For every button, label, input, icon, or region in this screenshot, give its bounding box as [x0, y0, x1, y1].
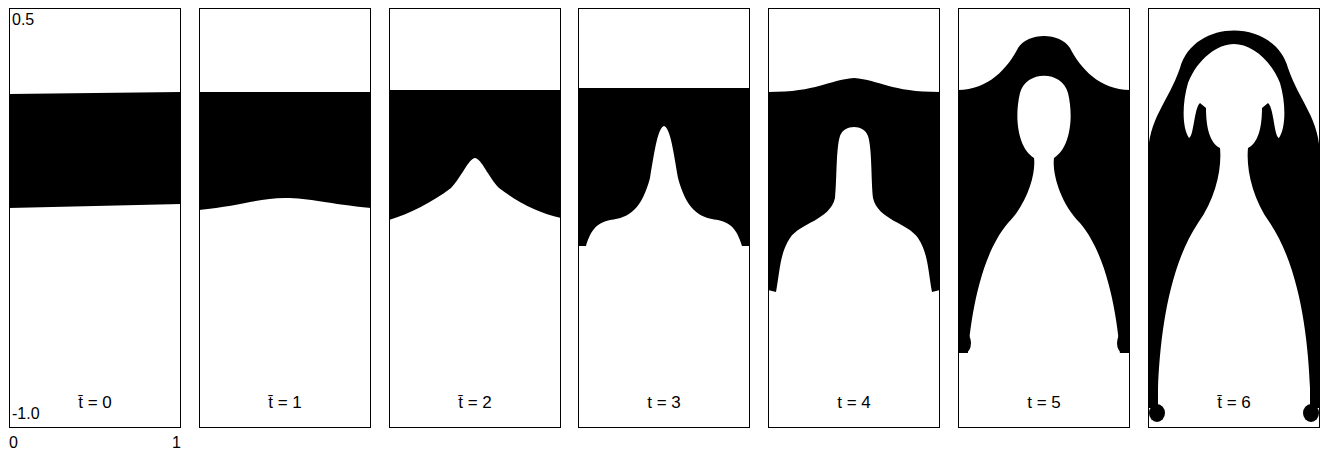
time-label-box: t̄ = 2 — [390, 393, 560, 413]
time-label-box: t = 3 — [579, 393, 749, 413]
simulation-panel: t̄ = 0 — [9, 8, 181, 428]
vortex-curl — [1117, 333, 1129, 353]
fluid-frame — [578, 88, 750, 246]
axis-tick-label: 0 — [9, 434, 18, 452]
simulation-panel: t̄ = 1 — [199, 8, 371, 428]
fluid-frame — [768, 78, 940, 292]
vortex-curl — [1303, 404, 1319, 422]
time-label-box: t̄ = 1 — [200, 393, 370, 413]
time-label: t̄ = 1 — [266, 393, 304, 412]
time-label: t = 5 — [1025, 393, 1063, 412]
time-label: t̄ = 0 — [76, 393, 114, 412]
axis-tick-label: 0.5 — [12, 11, 34, 29]
light-bubble — [1158, 44, 1310, 428]
fluid-frame — [1148, 31, 1320, 429]
light-bubble — [967, 76, 1121, 428]
axis-tick-label: -1.0 — [12, 405, 40, 423]
axis-tick-label: 1 — [172, 434, 181, 452]
simulation-panel: t = 3 — [578, 8, 750, 428]
time-label-box: t = 4 — [769, 393, 939, 413]
fluid-frame — [389, 90, 561, 220]
fluid-frame — [9, 92, 181, 208]
time-label: t̄ = 2 — [456, 393, 494, 412]
simulation-panel: t̄ = 6 — [1148, 8, 1320, 428]
heavy-fluid — [768, 78, 940, 292]
time-label: t = 4 — [835, 393, 873, 412]
time-label: t = 3 — [645, 393, 683, 412]
fluid-frame — [199, 92, 371, 210]
simulation-panel: t = 5 — [958, 8, 1130, 428]
vortex-curl — [959, 333, 971, 353]
time-label: t̄ = 6 — [1215, 393, 1253, 412]
fluid-frame — [958, 36, 1130, 428]
heavy-fluid — [389, 90, 561, 220]
heavy-fluid — [199, 92, 371, 210]
heavy-fluid — [578, 88, 750, 246]
simulation-panel: t = 4 — [768, 8, 940, 428]
simulation-panel: t̄ = 2 — [389, 8, 561, 428]
vortex-curl — [1149, 404, 1165, 422]
heavy-fluid — [9, 92, 181, 208]
time-label-box: t̄ = 6 — [1149, 393, 1319, 413]
time-label-box: t = 5 — [959, 393, 1129, 413]
